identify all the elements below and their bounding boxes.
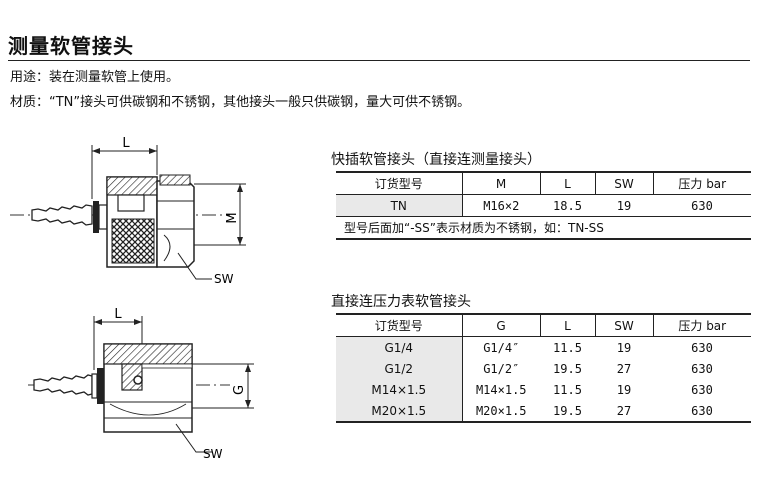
table-header-row: 订货型号 M L SW 压力 bar — [336, 171, 751, 195]
cell-sw: 27 — [595, 400, 653, 423]
cell-l: 19.5 — [540, 400, 595, 423]
hose-barb — [31, 204, 93, 226]
cell-g: G1/2″ — [483, 361, 520, 376]
table-row: M14×1.5 M14×1.5 11.5 19 630 — [336, 379, 751, 400]
cell-m: M16×2 — [483, 198, 520, 213]
dimension-label-g: G — [232, 385, 247, 395]
table2: 订货型号 G L SW 压力 bar G1/4 G1/4″ 11.5 19 63… — [336, 313, 751, 423]
cell-g: M20×1.5 — [462, 400, 540, 423]
cell-model: TN — [336, 194, 463, 217]
cell-sw: 19 — [616, 340, 632, 355]
table1-caption: 快插软管接头（直接连测量接头） — [331, 152, 541, 168]
usage-text: 用途：装在测量软管上使用。 — [10, 70, 180, 85]
cell-sw: 27 — [616, 361, 632, 376]
table-note: 型号后面加“-SS”表示材质为不锈钢，如：TN-SS — [336, 216, 751, 240]
header-model: 订货型号 — [336, 171, 462, 195]
title-divider — [8, 60, 750, 61]
material-text: 材质：“TN”接头可供碳钢和不锈钢，其他接头一般只供碳钢，量大可供不锈钢。 — [10, 95, 471, 110]
header-pressure: 压力 bar — [652, 313, 751, 337]
header-model: 订货型号 — [336, 313, 462, 337]
cell-model: M20×1.5 — [336, 400, 463, 423]
page-title: 测量软管接头 — [8, 34, 134, 58]
cell-pressure: 630 — [691, 198, 713, 213]
cell-g: M14×1.5 — [475, 382, 527, 397]
sw-leader — [175, 423, 212, 453]
cell-l: 19.5 — [553, 361, 582, 376]
gauge-hose-fitting-drawing: L G SW — [28, 307, 254, 461]
table2-caption: 直接连压力表软管接头 — [331, 294, 471, 310]
header-m: M — [461, 171, 540, 195]
cell-model: M14×1.5 — [336, 379, 463, 400]
cell-model: G1/2 — [336, 358, 463, 379]
table-row: TN M16×2 18.5 19 630 — [336, 194, 751, 217]
dimension-label-l: L — [122, 136, 130, 151]
cell-pressure: 630 — [691, 361, 713, 376]
cell-pressure: 630 — [691, 340, 713, 355]
table-note-row: 型号后面加“-SS”表示材质为不锈钢，如：TN-SS — [336, 216, 751, 240]
cell-sw: 19 — [616, 198, 632, 213]
dimension-label-m: M — [225, 212, 240, 223]
dimension-label-l: L — [114, 307, 122, 322]
wrench-size-label: SW — [214, 272, 234, 286]
header-l: L — [539, 313, 595, 337]
header-pressure: 压力 bar — [652, 171, 751, 195]
cell-model: G1/4 — [336, 336, 463, 358]
header-sw: SW — [594, 313, 653, 337]
hex-body — [156, 180, 195, 268]
table-row: G1/2 G1/2″ 19.5 27 630 — [336, 358, 751, 379]
cell-sw: 19 — [616, 382, 632, 397]
quick-plug-fitting-drawing: L M SW — [10, 136, 246, 286]
cell-l: 11.5 — [553, 340, 582, 355]
cell-pressure: 630 — [653, 400, 751, 423]
wrench-size-label: SW — [203, 447, 223, 461]
cell-l: 11.5 — [553, 382, 582, 397]
table-row: M20×1.5 M20×1.5 19.5 27 630 — [336, 400, 751, 423]
sw-leader — [177, 252, 212, 280]
table-header-row: 订货型号 G L SW 压力 bar — [336, 313, 751, 337]
table1: 订货型号 M L SW 压力 bar TN M16×2 18.5 19 630 … — [336, 171, 751, 240]
cell-pressure: 630 — [691, 382, 713, 397]
hose-barb — [33, 374, 93, 396]
collar — [97, 368, 104, 404]
header-l: L — [539, 171, 595, 195]
cell-g: G1/4″ — [483, 340, 520, 355]
header-g: G — [461, 313, 540, 337]
header-sw: SW — [594, 171, 653, 195]
collar — [93, 201, 99, 233]
table-row: G1/4 G1/4″ 11.5 19 630 — [336, 336, 751, 358]
cell-l: 18.5 — [553, 198, 582, 213]
